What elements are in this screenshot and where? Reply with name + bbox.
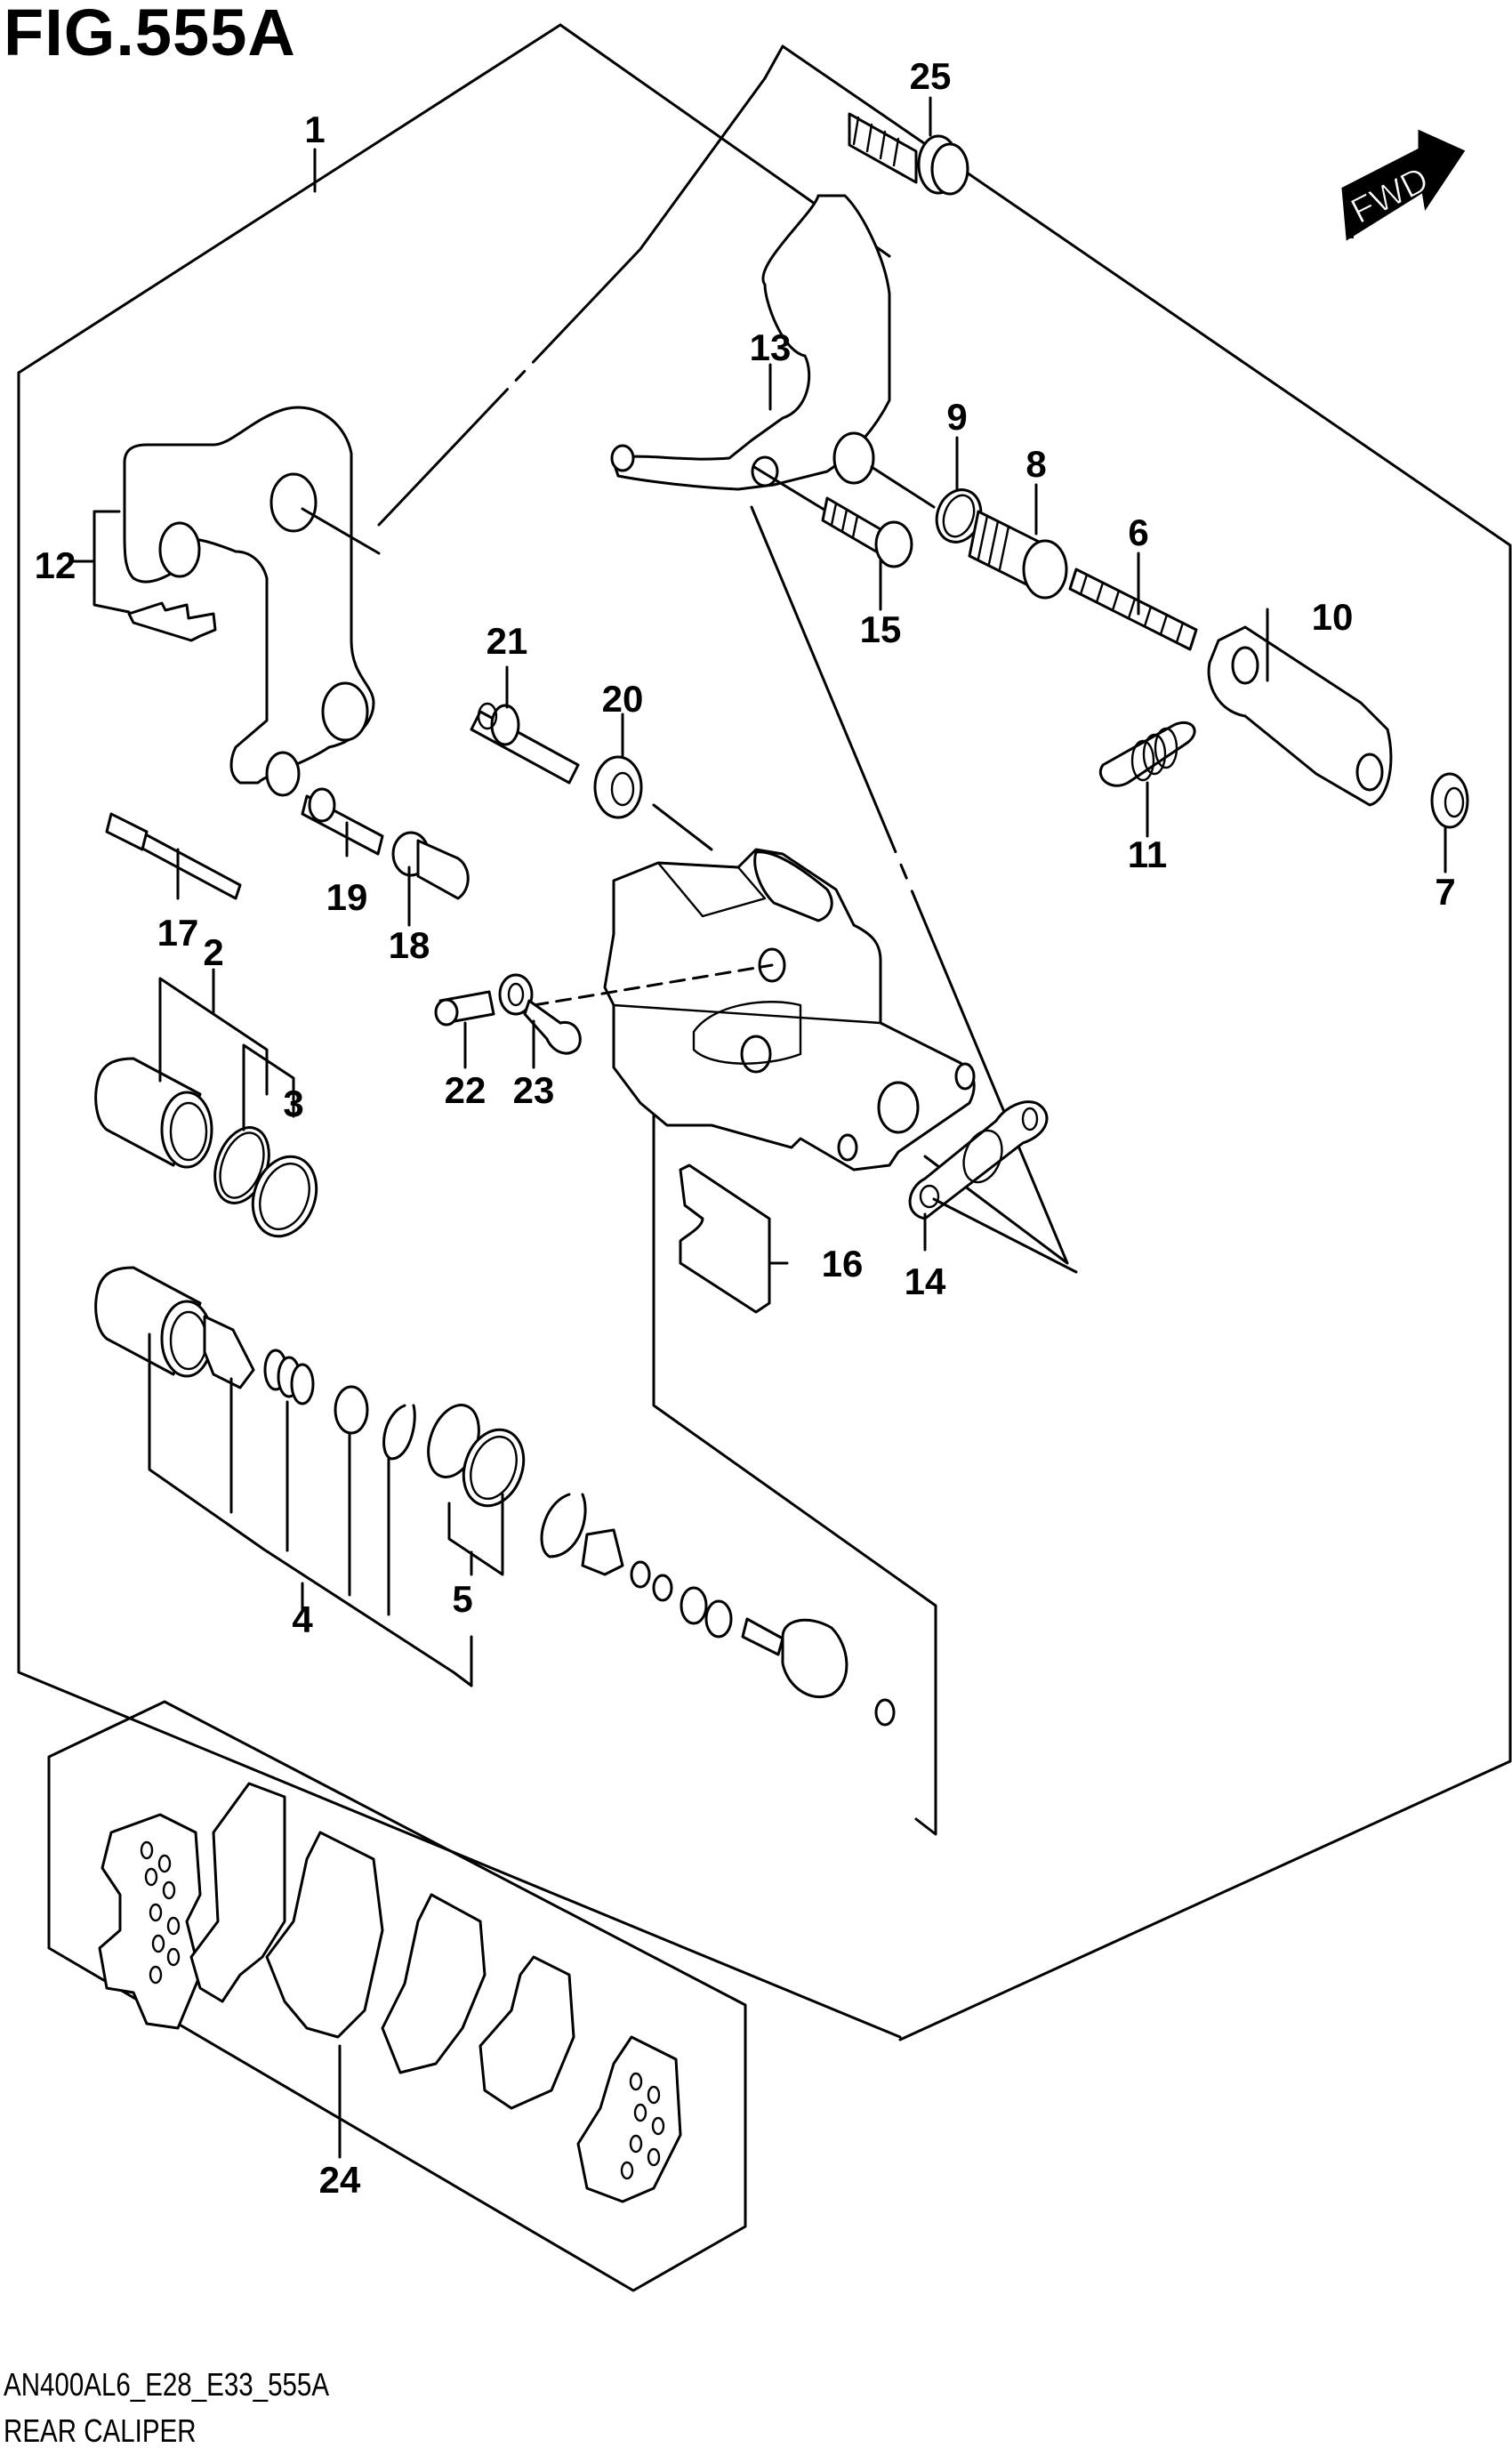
boot-18 — [391, 831, 470, 900]
callout-12: 12 — [35, 544, 76, 586]
callout-24: 24 — [319, 2159, 361, 2201]
callout-7: 7 — [1435, 871, 1455, 913]
pad-set-outline — [47, 1700, 747, 2292]
assembly-outline-bracket-tick — [763, 44, 784, 80]
callout-22: 22 — [445, 1069, 487, 1111]
caliper-bolt-25 — [848, 96, 969, 196]
callout-14: 14 — [905, 1260, 946, 1302]
callout-1: 1 — [304, 109, 325, 150]
bolt-15 — [821, 496, 913, 568]
bleeder-cap-23 — [498, 973, 582, 1069]
pad-shim-holes — [140, 1840, 665, 2180]
callout-5: 5 — [452, 1578, 472, 1620]
callout-23: 23 — [513, 1069, 555, 1111]
slide-pin-19 — [301, 787, 384, 858]
callout-21: 21 — [487, 620, 528, 662]
drawing-code: AN400AL6_E28_E33_555A — [4, 2366, 330, 2403]
parking-lever-10 — [1207, 608, 1393, 807]
callout-10: 10 — [1312, 596, 1354, 638]
adjuster-bolt-8 — [968, 510, 1068, 600]
figure-title: FIG.555A — [4, 0, 296, 69]
assembly-outline-top-left — [17, 371, 902, 2039]
callout-17: 17 — [157, 912, 199, 954]
callout-2: 2 — [203, 931, 223, 973]
adjuster-screw-6 — [1068, 568, 1198, 651]
piston-set-4 — [94, 1266, 896, 1727]
gasket-leader — [750, 505, 1069, 1265]
boot-20 — [593, 713, 713, 851]
cable-bracket-13 — [610, 194, 891, 513]
callout-13: 13 — [750, 326, 792, 368]
assembly-outline-bracket — [781, 44, 1512, 2041]
callout-25: 25 — [910, 55, 952, 97]
bracket-spring-12 — [69, 510, 217, 642]
callout-9: 9 — [946, 396, 967, 438]
callout-11: 11 — [1128, 833, 1167, 875]
callout-20: 20 — [602, 678, 644, 720]
drawing-name: REAR CALIPER — [4, 2412, 197, 2449]
o-ring-9-inner — [942, 494, 976, 538]
callout-8: 8 — [1025, 443, 1046, 485]
fwd-direction-marker: FWD — [1341, 129, 1466, 241]
callout-4: 4 — [292, 1598, 313, 1640]
leader-9-link — [870, 465, 936, 509]
nut-7 — [1430, 772, 1469, 829]
callout-3: 3 — [283, 1083, 303, 1124]
caliper-bracket-1 — [123, 406, 381, 797]
callout-6: 6 — [1128, 511, 1148, 553]
callout-15: 15 — [860, 608, 902, 650]
assembly-outline-top — [17, 23, 562, 374]
return-spring-11 — [1099, 721, 1196, 787]
callout-18: 18 — [389, 924, 430, 966]
piston-set-2 — [94, 968, 318, 1238]
bleeder-valve-22 — [434, 990, 495, 1069]
callout-16: 16 — [822, 1243, 864, 1284]
caliper-bracket-leader — [377, 76, 767, 527]
caliper-body-outline — [652, 1048, 937, 1836]
gasket-14 — [908, 1100, 1078, 1274]
slide-pin-17 — [105, 812, 242, 900]
brake-pad-set-24 — [98, 1782, 682, 2203]
slide-pin-bolt-21 — [470, 665, 580, 785]
callout-19: 19 — [326, 876, 368, 918]
fwd-arrow-icon — [1341, 129, 1466, 241]
pad-spring-16 — [679, 1164, 789, 1314]
caliper-body — [532, 848, 976, 1172]
